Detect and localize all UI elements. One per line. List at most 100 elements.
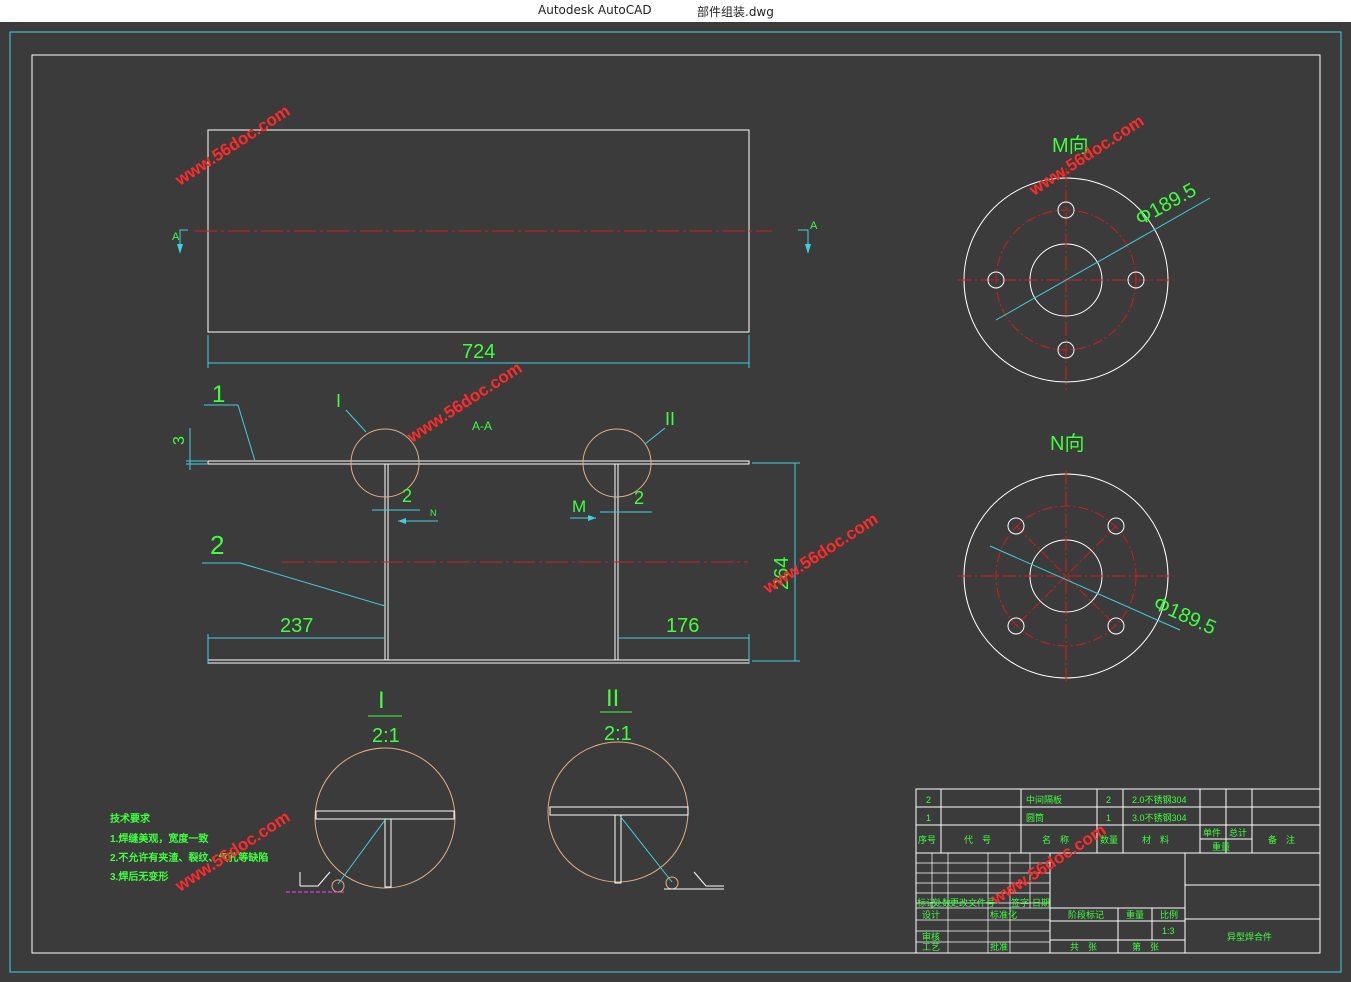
- section-mark-right: A: [810, 220, 818, 232]
- view-label-m: M: [572, 497, 586, 516]
- tb-row-qty: 1: [1106, 813, 1111, 823]
- notes-line-1: 1.焊缝美观，宽度一致: [110, 832, 209, 845]
- tb-h-material: 材 料: [1142, 834, 1169, 845]
- tube-wall-top: [207, 460, 750, 465]
- section-arrow-left: [179, 229, 188, 250]
- dim-thickness: 3: [171, 436, 188, 445]
- notes-title: 技术要求: [110, 812, 151, 825]
- detail-2-scale: 2:1: [604, 723, 632, 745]
- tb-row-no: 1: [926, 813, 931, 823]
- view-m-title: M向: [1052, 134, 1089, 157]
- tb-l-scale: 比例: [1160, 909, 1178, 920]
- title-block: [915, 788, 1321, 954]
- detail-circle-2: [582, 428, 652, 498]
- sheet-inner-frame: [31, 54, 1321, 954]
- detail-2-plate: [614, 814, 622, 884]
- weld-leader: [619, 815, 673, 883]
- watermark: www.56doc.com: [171, 101, 293, 190]
- arrow-head: [177, 244, 183, 254]
- m-bolt-hole: [1057, 341, 1075, 359]
- title-block-text: 2 中间隔板 2 2.0不锈钢304 1 圆筒 1 3.0不锈钢304 序号 代…: [917, 794, 1295, 952]
- detail-mark-2: II: [665, 409, 675, 429]
- dim-237: 237: [280, 615, 313, 637]
- top-view: A A 724: [172, 129, 818, 368]
- view-m: M向 Φ189.5: [958, 134, 1211, 390]
- drawing-svg[interactable]: A A 724 A-A I II 1 2: [0, 22, 1351, 982]
- section-arrow-right: [798, 229, 809, 250]
- n-dim-line: [989, 545, 1181, 631]
- tb-l-approve: 批准: [990, 941, 1008, 952]
- section-title: A-A: [472, 419, 492, 433]
- tb-h-qty: 数量: [1100, 834, 1118, 845]
- leader-line: [239, 562, 386, 607]
- tb-row-material: 3.0不锈钢304: [1132, 812, 1187, 823]
- m-dim-line: [995, 197, 1211, 321]
- notes-line-2: 2.不允许有夹渣、裂纹、气孔等缺陷: [110, 851, 268, 864]
- weld-symbol: [331, 879, 345, 893]
- tb-l-std: 标准化: [990, 909, 1017, 920]
- dim-264: 264: [771, 557, 793, 590]
- file-title: 部件组装.dwg: [697, 5, 774, 19]
- tb-scale-value: 1:3: [1162, 926, 1175, 936]
- tb-h-name: 名 称: [1042, 834, 1069, 845]
- tb-row-no: 2: [926, 795, 931, 805]
- leader-line: [237, 404, 256, 462]
- watermark: www.56doc.com: [403, 358, 525, 447]
- tb-l-design: 设计: [922, 909, 940, 920]
- watermarks: www.56doc.com www.56doc.com www.56doc.co…: [171, 101, 1147, 909]
- section-view: A-A I II 1 2 3 2 2 N: [171, 381, 800, 664]
- tb-h-no: 序号: [918, 834, 936, 845]
- tb-l-zone: 更改文件号: [950, 897, 995, 908]
- detail-2: II 2:1: [547, 685, 724, 890]
- m-bolt-hole: [1057, 201, 1075, 219]
- app-title: Autodesk AutoCAD: [538, 3, 652, 17]
- dim-176: 176: [666, 615, 699, 637]
- detail-1-wall: [315, 810, 455, 820]
- tb-l-sheet-total: 共 张: [1070, 942, 1097, 952]
- tb-h-remark: 备 注: [1268, 834, 1295, 845]
- tb-l-count: 处数: [933, 897, 951, 908]
- tech-notes: 技术要求 1.焊缝美观，宽度一致 2.不允许有夹渣、裂纹、气孔等缺陷 3.焊后无…: [110, 812, 268, 883]
- n-bolt-hole: [1007, 517, 1025, 535]
- tb-h-unit: 单件: [1203, 827, 1221, 838]
- m-bolt-hole: [1127, 271, 1145, 289]
- tube-wall-bottom: [207, 659, 750, 664]
- watermark: www.56doc.com: [987, 820, 1109, 909]
- tb-row-qty: 2: [1106, 795, 1111, 805]
- part-label-1: 1: [212, 381, 225, 408]
- tb-h-code: 代 号: [964, 835, 991, 845]
- detail-1-label: I: [378, 687, 385, 714]
- detail-1-circle: [314, 747, 456, 889]
- weld-leader: [337, 819, 386, 885]
- detail-circle-1: [350, 428, 420, 498]
- n-bolt-hole: [1107, 517, 1125, 535]
- detail-2-wall: [549, 806, 689, 816]
- watermark: www.56doc.com: [1025, 111, 1147, 200]
- drawing-canvas[interactable]: A A 724 A-A I II 1 2: [0, 22, 1351, 982]
- watermark: www.56doc.com: [759, 509, 881, 598]
- title-bar: Autodesk AutoCAD 部件组装.dwg: [0, 0, 1351, 22]
- tb-l-sheet: 第 张: [1132, 941, 1159, 952]
- detail-mark-1: I: [336, 391, 341, 411]
- sheet-outer-border: [9, 31, 1342, 973]
- detail-2-circle: [547, 741, 689, 883]
- n-centerline-d1: [1015, 525, 1117, 627]
- notes-line-3: 3.焊后无变形: [110, 870, 168, 883]
- arrow-head: [398, 518, 406, 524]
- view-n: N向 Φ189.5: [958, 432, 1219, 682]
- tb-h-weight: 重量: [1212, 841, 1230, 852]
- tb-l-process: 工艺: [922, 942, 940, 952]
- tb-h-total: 总计: [1229, 827, 1247, 838]
- tb-l-sign: 签字: [1011, 897, 1029, 908]
- tb-row-material: 2.0不锈钢304: [1132, 794, 1187, 805]
- n-centerline-d2: [1015, 525, 1117, 627]
- tb-row-name: 中间隔板: [1026, 794, 1062, 805]
- weld-flag: [693, 871, 724, 887]
- n-bolt-hole: [1107, 617, 1125, 635]
- tb-l-stage: 阶段标记: [1068, 909, 1104, 920]
- n-diameter: Φ189.5: [1150, 592, 1219, 639]
- watermark: www.56doc.com: [171, 807, 293, 896]
- dim-plate-right: 2: [634, 488, 644, 508]
- tb-row-name: 圆筒: [1026, 812, 1044, 823]
- detail-1-plate: [384, 818, 392, 888]
